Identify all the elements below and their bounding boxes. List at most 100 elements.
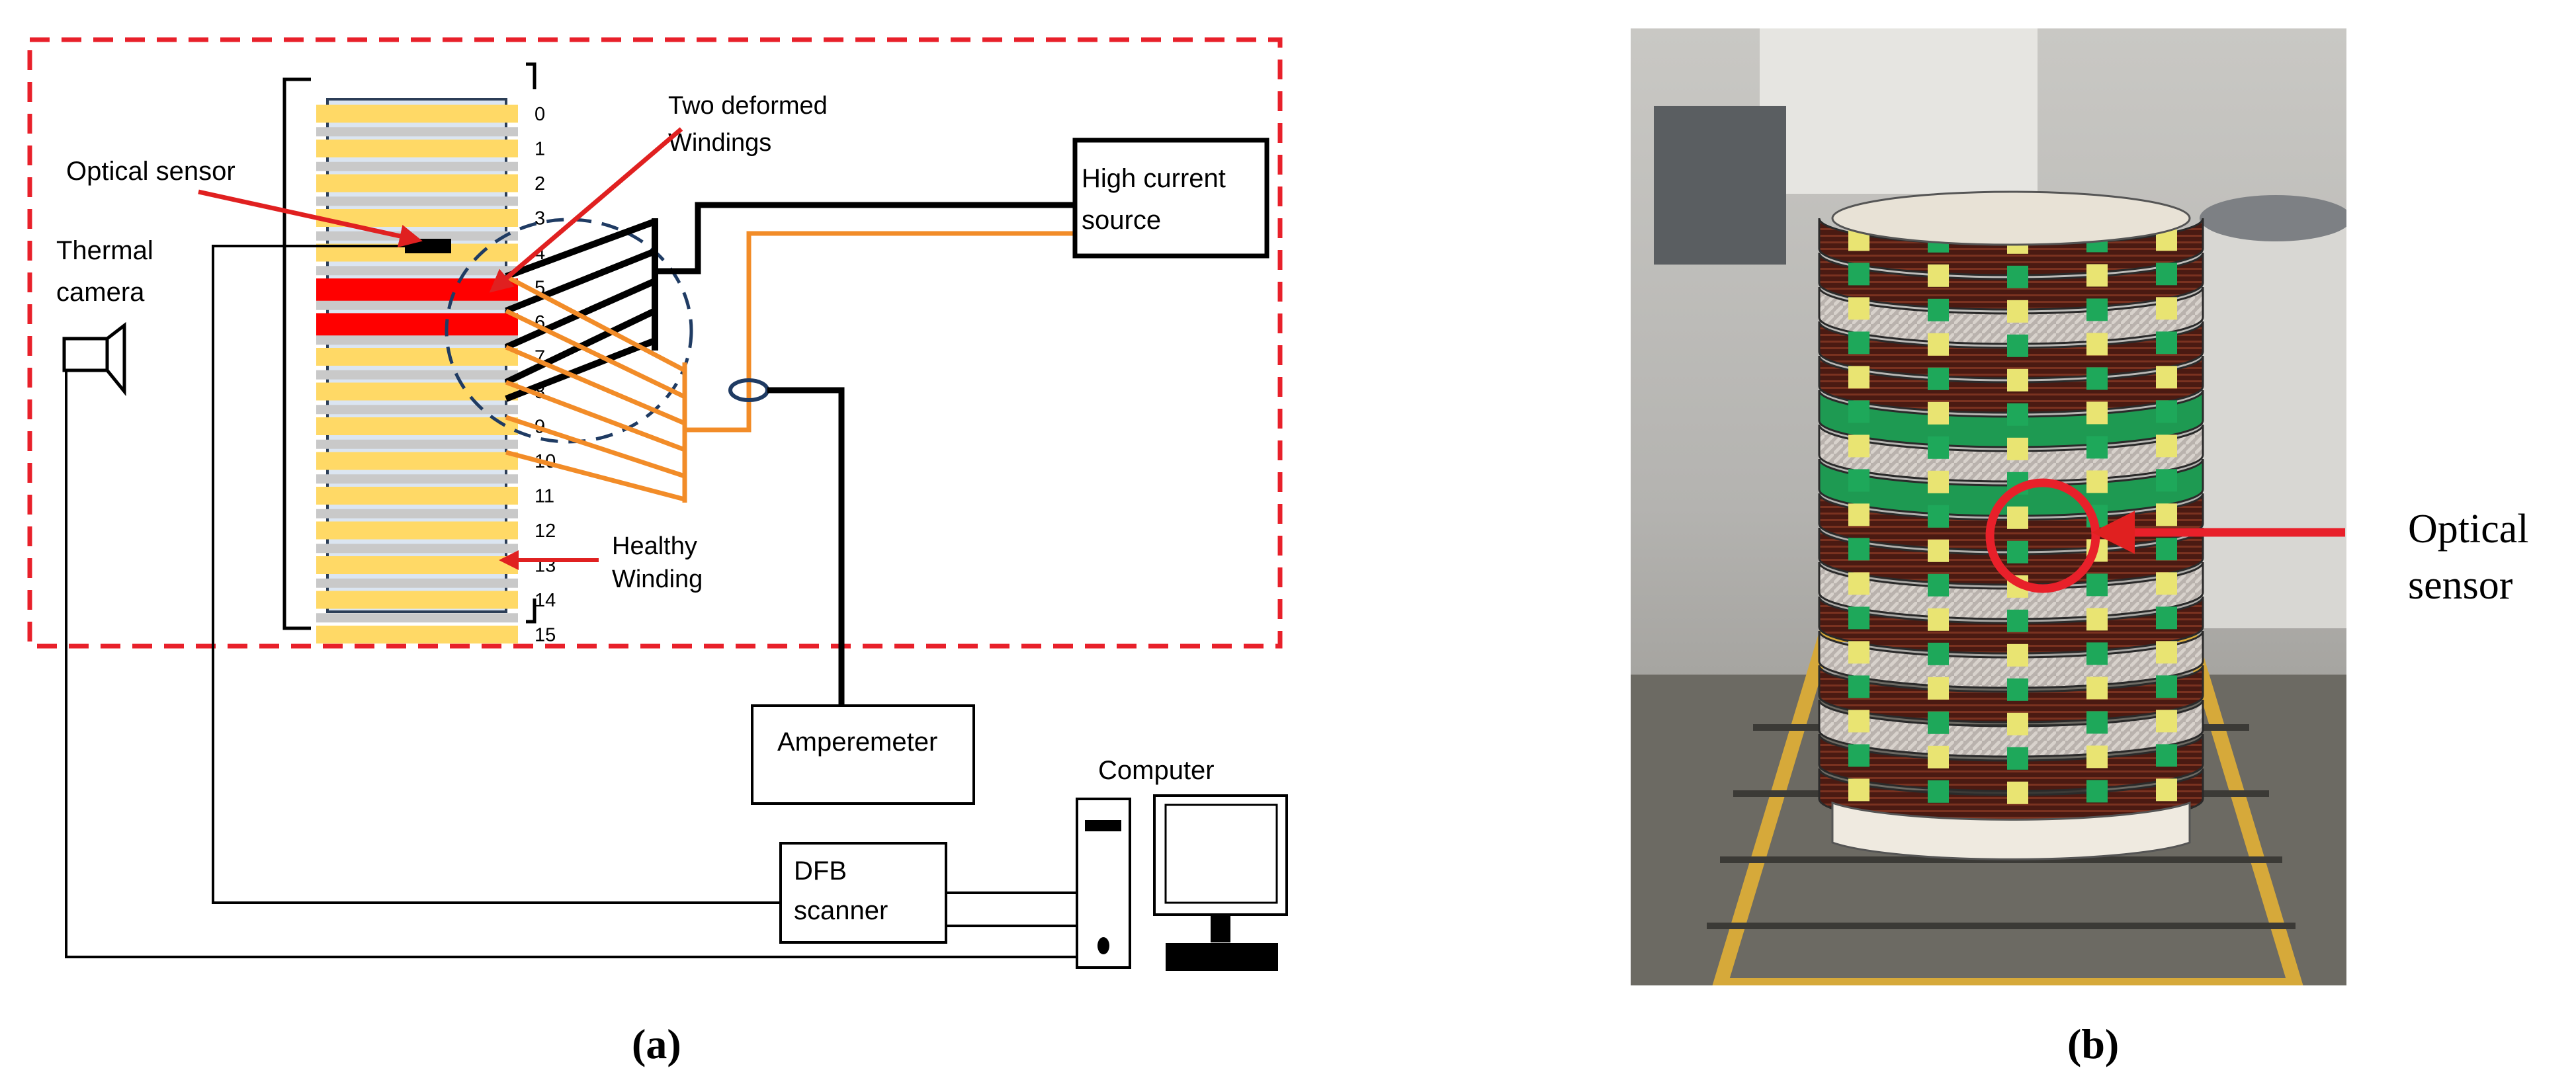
photo-spacer-block: [2086, 608, 2108, 631]
photo-spacer-block: [2156, 469, 2177, 492]
photo-spacer-block: [2086, 264, 2108, 287]
photo-coil-base: [1831, 801, 2191, 860]
thermal-camera-icon: [62, 321, 126, 397]
photo-spacer-block: [1848, 263, 1869, 286]
photo-spacer-block: [2007, 678, 2028, 701]
photo-spacer-block: [1928, 264, 1949, 287]
photo-tank-top: [2200, 195, 2346, 241]
photo-spacer-block: [1928, 298, 1949, 321]
photo-spacer-block: [2156, 606, 2177, 630]
winding-separator: [316, 613, 518, 623]
photo-spacer-block: [2156, 744, 2177, 767]
photo-spacer-block: [2086, 745, 2108, 768]
winding-separator: [316, 474, 518, 484]
winding-healthy: [316, 487, 518, 505]
photo-spacer-block: [1848, 503, 1869, 526]
photo-spacer-block: [2086, 642, 2108, 665]
photo-spacer-block: [2007, 781, 2028, 804]
photo-spacer-block: [1928, 745, 1949, 768]
amperemeter-label: Amperemeter: [777, 727, 937, 757]
photo-spacer-block: [1848, 469, 1869, 492]
photo-spacer-block: [2007, 334, 2028, 357]
photo-spacer-block: [2086, 333, 2108, 356]
photo-spacer-block: [2007, 437, 2028, 460]
dfb-scanner-box: [779, 842, 947, 944]
photo-spacer-block: [2007, 368, 2028, 392]
winding-separator: [316, 335, 518, 345]
black-source-cable: [655, 202, 1082, 274]
photo-spacer-block: [1928, 470, 1949, 493]
test-area-dashed-border: [27, 37, 1283, 649]
coil-stack-bracket-left: [282, 77, 311, 630]
photo-spacer-block: [1928, 401, 1949, 425]
photo-spacer-block: [1928, 711, 1949, 734]
photo-spacer-block: [2156, 263, 2177, 286]
photo-spacer-block: [2007, 712, 2028, 735]
winding-deformed: [316, 313, 518, 336]
photo-spacer-block: [1848, 538, 1869, 561]
coil-stack-bracket-right: [526, 62, 537, 624]
winding-healthy: [316, 556, 518, 574]
winding-number: 0: [535, 104, 545, 125]
photo-spacer-block: [1928, 505, 1949, 528]
photo-spacer-block: [2007, 643, 2028, 667]
photo-spacer-block: [1848, 366, 1869, 389]
winding-separator: [316, 300, 518, 310]
winding-number: 2: [535, 173, 545, 194]
photo-optical-sensor-label-1: Optical: [2408, 507, 2529, 552]
photo-spacer-block: [1848, 435, 1869, 458]
winding-separator: [316, 370, 518, 380]
winding-healthy: [316, 521, 518, 540]
photo-spacer-block: [2156, 572, 2177, 595]
photo-spacer-block: [2007, 540, 2028, 563]
winding-number: 11: [535, 486, 554, 507]
thermal-camera-cable: [65, 370, 1078, 958]
photo-spacer-block: [2086, 367, 2108, 390]
winding-separator: [316, 266, 518, 276]
photo-spacer-block: [2086, 573, 2108, 597]
photo-tank-right: [2203, 218, 2346, 628]
healthy-winding-label-2: Winding: [612, 565, 703, 593]
photo-spacer-block: [2007, 403, 2028, 426]
photo-spacer-block: [1928, 367, 1949, 390]
photo-spacer-block: [2086, 470, 2108, 493]
photo-spacer-block: [1928, 677, 1949, 700]
photo-spacer-block: [1848, 675, 1869, 698]
photo-spacer-block: [2156, 331, 2177, 354]
photo-optical-sensor-label-2: sensor: [2408, 563, 2513, 608]
optical-sensor-arrow: [198, 189, 423, 248]
orange-source-cable: [685, 231, 1082, 433]
winding-separator: [316, 161, 518, 171]
winding-number: 1: [535, 139, 545, 160]
winding-separator: [316, 405, 518, 415]
thermal-camera-label-1: Thermal: [56, 236, 153, 265]
photo-wall-panel: [1760, 28, 2038, 194]
photo-spacer-block: [2007, 300, 2028, 323]
photo-spacer-block: [2156, 297, 2177, 320]
photo-spacer-block: [2007, 609, 2028, 632]
high-current-source-label-1: High current: [1082, 164, 1226, 193]
winding-number: 15: [535, 625, 556, 646]
photo-spacer-block: [1848, 331, 1869, 354]
photo-spacer-block: [2086, 677, 2108, 700]
panel-a-caption: (a): [632, 1020, 681, 1067]
photo-spacer-block: [2086, 780, 2108, 803]
photo-coil-top-cap: [1831, 190, 2191, 246]
dfb-scanner-label-1: DFB: [794, 856, 847, 886]
winding-healthy: [316, 452, 518, 470]
photo-spacer-block: [1928, 436, 1949, 459]
photo-spacer-block: [1928, 539, 1949, 562]
winding-healthy: [316, 174, 518, 192]
winding-number: 14: [535, 590, 556, 611]
winding-separator: [316, 439, 518, 449]
photo-spacer-block: [1848, 572, 1869, 595]
photo-spacer-block: [1848, 778, 1869, 802]
photo-spacer-block: [2086, 298, 2108, 321]
dfb-scanner-label-2: scanner: [794, 896, 888, 925]
winding-number: 3: [535, 208, 545, 229]
photo-spacer-block: [1848, 710, 1869, 733]
computer-icon: [1076, 794, 1288, 971]
panel-b-caption: (b): [2067, 1020, 2119, 1067]
